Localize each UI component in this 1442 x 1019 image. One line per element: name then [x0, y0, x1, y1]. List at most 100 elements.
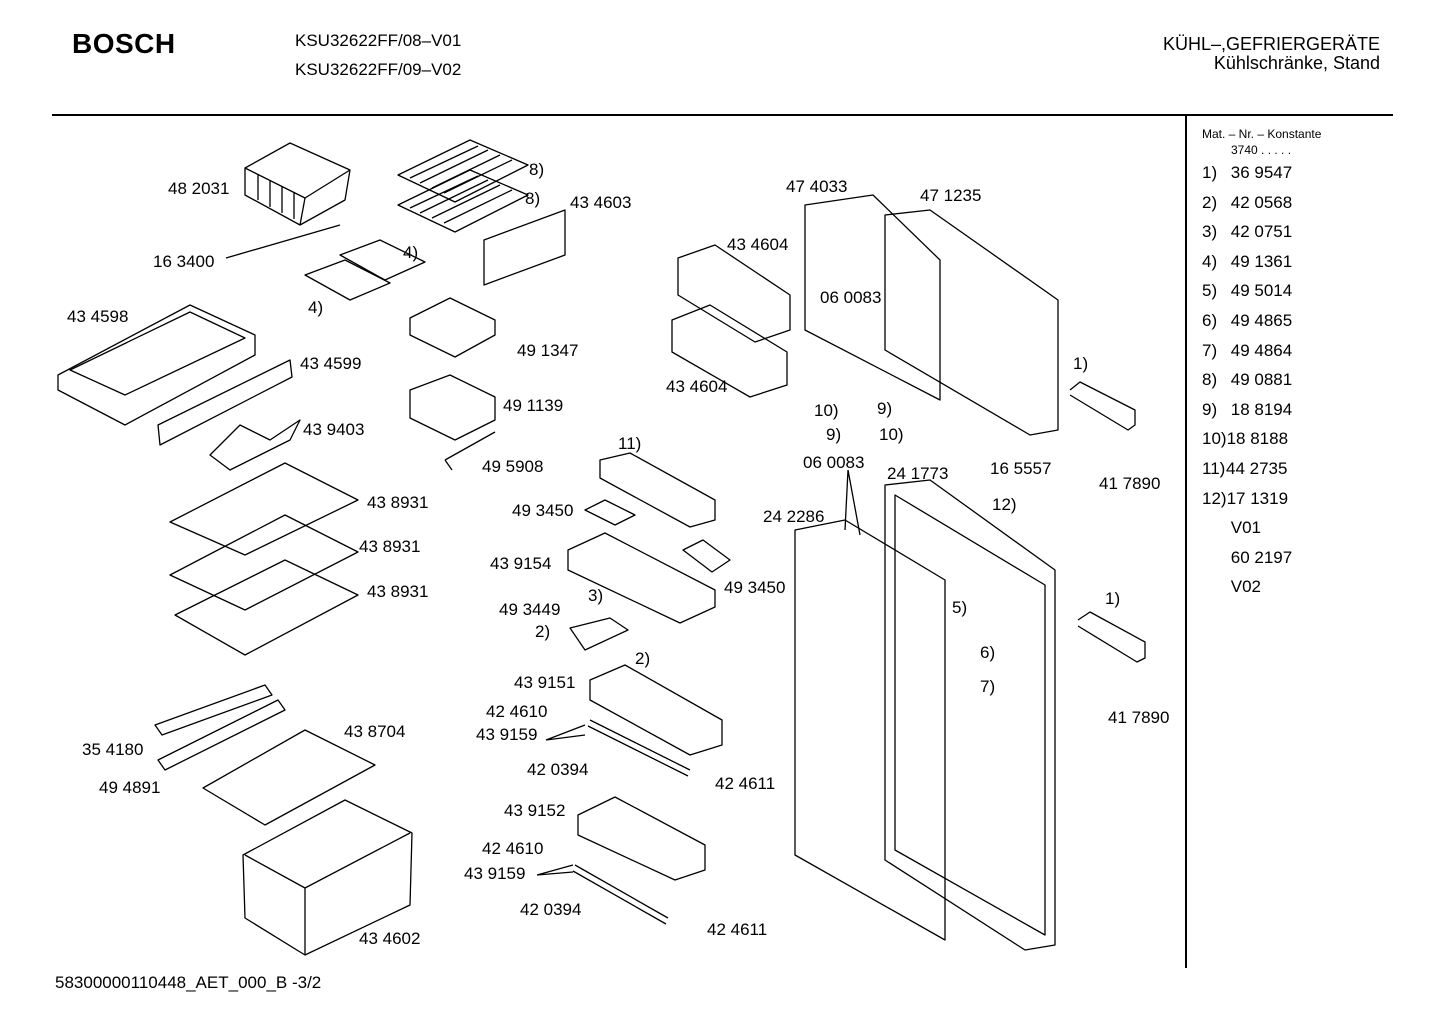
leader-439159a	[545, 724, 586, 741]
callout-242286: 24 2286	[763, 507, 825, 526]
callout-439159a: 43 9159	[476, 725, 538, 744]
callout-493450b: 49 3450	[724, 578, 786, 597]
callout-1b: 1)	[1105, 589, 1121, 608]
callout-060083a: 06 0083	[820, 288, 882, 307]
sidebar-heading: Mat. – Nr. – Konstante	[1202, 127, 1322, 141]
list-item: 1) 36 9547	[1202, 163, 1293, 182]
list-item: 10)18 8188	[1202, 429, 1289, 449]
sidebar-constant: 3740 . . . . .	[1231, 143, 1292, 157]
callout-438704: 43 8704	[344, 722, 406, 741]
callout-493449: 49 3449	[499, 600, 561, 619]
glass-shelf-part	[169, 462, 359, 656]
door-rack-part	[671, 244, 791, 398]
callout-434604b: 43 4604	[666, 377, 728, 396]
callout-8a: 8)	[529, 160, 545, 179]
cover-plate-part	[483, 209, 566, 286]
flap-part	[569, 617, 629, 651]
callout-495908: 49 5908	[482, 457, 544, 476]
callout-417890a: 41 7890	[1099, 474, 1161, 493]
callout-494891: 49 4891	[99, 778, 161, 797]
callout-2b: 2)	[635, 649, 651, 668]
fridge-door-part	[884, 479, 1056, 951]
callout-434602: 43 4602	[359, 929, 421, 948]
callout-493450a: 49 3450	[512, 501, 574, 520]
leader-439159b	[536, 864, 574, 876]
crisper-box-part	[242, 799, 413, 956]
list-item: V02	[1230, 577, 1261, 597]
callout-424611a: 42 4611	[715, 774, 776, 793]
callout-354180: 35 4180	[82, 740, 144, 759]
callout-439154: 43 9154	[490, 554, 552, 573]
crisper-cover-part	[202, 729, 376, 826]
list-item: 3) 42 0751	[1202, 222, 1293, 242]
bottle-rack-part	[599, 452, 716, 528]
callout-434598: 43 4598	[67, 307, 129, 326]
sidebar-divider	[1185, 116, 1187, 968]
callout-434604a: 43 4604	[727, 235, 789, 254]
list-item: 4) 49 1361	[1202, 251, 1293, 271]
callout-439159b: 43 9159	[464, 864, 526, 883]
brand-logo: BOSCH	[72, 28, 176, 59]
callout-10a: 10)	[814, 401, 839, 420]
callout-3: 3)	[588, 586, 604, 605]
callout-434603: 43 4603	[570, 193, 632, 212]
list-item: 11)44 2735	[1202, 458, 1288, 478]
box-part	[409, 374, 496, 441]
callout-241773: 24 1773	[887, 464, 949, 483]
divider-part	[209, 419, 301, 471]
callout-424610b: 42 4610	[482, 839, 544, 858]
callout-424611b: 42 4611	[707, 920, 768, 939]
document-id: 58300000110448_AET_000_B -3/2	[55, 973, 322, 992]
callout-438931b: 43 8931	[359, 537, 421, 556]
list-item: 60 2197	[1230, 547, 1293, 567]
list-item: V01	[1230, 518, 1261, 538]
list-item: 9) 18 8194	[1202, 399, 1293, 419]
callout-491139: 49 1139	[503, 396, 564, 415]
tray-holder-part	[409, 297, 496, 358]
handle-part	[1069, 381, 1136, 431]
callout-060083b: 06 0083	[803, 453, 865, 472]
list-item: 8) 49 0881	[1202, 370, 1293, 390]
egg-tray-part-2	[682, 539, 731, 573]
callout-491347: 49 1347	[517, 341, 579, 360]
clip-part	[444, 431, 496, 471]
material-number-list: 1) 36 9547 2) 42 0568 3) 42 0751 4) 49 1…	[1202, 162, 1292, 606]
list-item: 5) 49 5014	[1202, 281, 1293, 301]
door-rack-part-3	[589, 664, 723, 756]
callout-438931a: 43 8931	[367, 493, 429, 512]
callout-439151: 43 9151	[514, 673, 576, 692]
rail-part-2	[572, 864, 669, 925]
callout-482031: 48 2031	[168, 179, 230, 198]
list-item: 2) 42 0568	[1202, 192, 1293, 212]
fridge-gasket-part	[794, 519, 946, 941]
callout-471235: 47 1235	[920, 186, 982, 205]
callout-4a: 4)	[403, 243, 419, 262]
freezer-gasket-part	[804, 194, 941, 401]
callout-12: 12)	[992, 495, 1017, 514]
callout-163400: 16 3400	[153, 252, 215, 271]
callout-10b: 10)	[879, 425, 904, 444]
drawer-part	[57, 304, 256, 426]
ice-bin-part	[244, 142, 351, 226]
callout-7: 7)	[980, 677, 996, 696]
rail-part	[587, 719, 691, 777]
wire-grid-part	[397, 139, 529, 233]
callout-6: 6)	[980, 643, 996, 662]
callout-1a: 1)	[1073, 354, 1089, 373]
freezer-door-part	[884, 209, 1059, 436]
list-item: 7) 49 4864	[1202, 340, 1293, 360]
callout-9a: 9)	[877, 399, 893, 418]
callout-420394a: 42 0394	[527, 760, 589, 779]
handle-part-2	[1077, 611, 1146, 663]
leader-163400	[225, 224, 341, 259]
callout-434599: 43 4599	[300, 354, 362, 373]
ice-tray-part	[304, 239, 426, 301]
callout-5: 5)	[952, 598, 968, 617]
egg-tray-part	[584, 499, 636, 526]
list-item: 12)17 1319	[1202, 488, 1289, 508]
callout-417890b: 41 7890	[1108, 708, 1170, 727]
header-divider	[52, 114, 1393, 116]
callout-11: 11)	[618, 434, 642, 453]
callout-8b: 8)	[525, 189, 541, 208]
